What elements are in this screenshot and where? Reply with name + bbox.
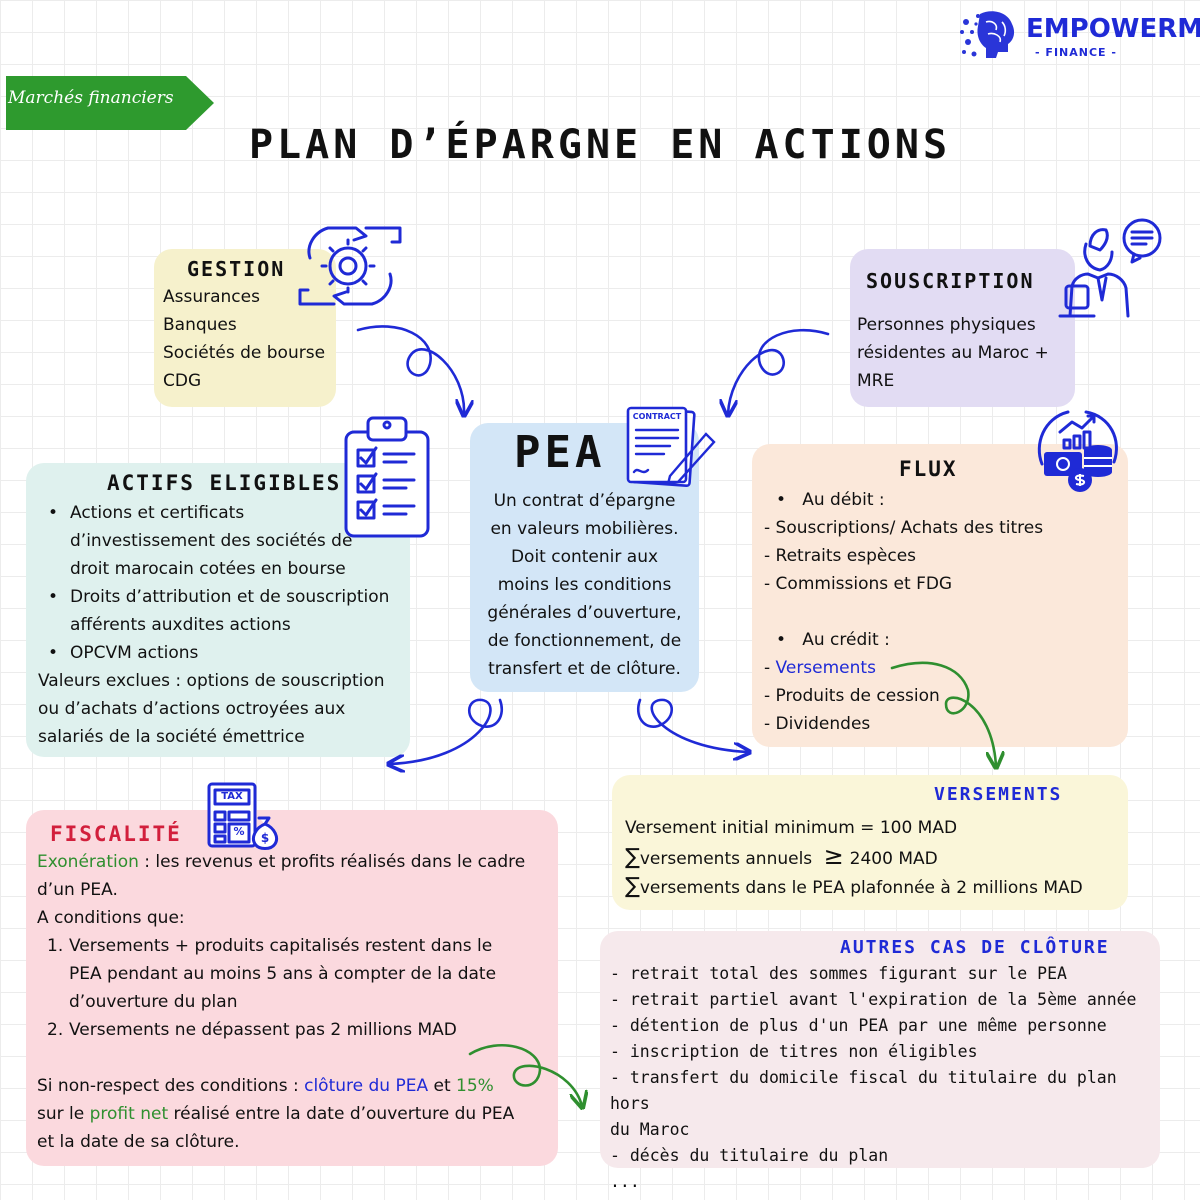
actifs-title: ACTIFS ELIGIBLES (107, 471, 342, 495)
flux-title: FLUX (899, 457, 958, 481)
souscription-title: SOUSCRIPTION (866, 269, 1035, 293)
category-tag-label: Marchés financiers (8, 88, 174, 108)
contract-icon: CONTRACT (624, 404, 716, 488)
fiscalite-box: FISCALITÉ Exonération : les revenus et p… (26, 810, 558, 1166)
brand-name: EMPOWERME (1026, 14, 1200, 44)
actifs-bullet: OPCVM actions (38, 639, 410, 667)
tax-calculator-icon: $ % TAX (205, 782, 281, 852)
actifs-excluded: Valeurs exclues : options de souscriptio… (38, 671, 385, 747)
pea-line: générales d’ouverture, (487, 603, 682, 623)
category-tag: Marchés financiers (6, 76, 216, 130)
actifs-bullet: Actions et certificats d’investissement … (38, 499, 410, 583)
pea-line: Doit contenir aux (510, 547, 659, 567)
pea-title: PEA (514, 427, 606, 478)
souscription-line: résidentes au Maroc + (857, 343, 1049, 363)
versements-title: VERSEMENTS (934, 784, 1063, 805)
pea-line: transfert et de clôture. (488, 659, 681, 679)
pea-line: moins les conditions (497, 575, 672, 595)
fiscalite-nonrespect: Si non-respect des conditions : clôture … (37, 1076, 494, 1096)
sigma-symbol: ∑ (625, 874, 640, 899)
gestion-item: CDG (163, 371, 202, 391)
fiscalite-exoneration: Exonération : les revenus et profits réa… (37, 852, 526, 872)
geq-symbol: ≥ (823, 842, 844, 870)
versements-box: VERSEMENTS Versement initial minimum = 1… (612, 775, 1128, 910)
pea-line: en valeurs mobilières. (490, 519, 679, 539)
flux-credit-label: • Au crédit : (776, 630, 890, 650)
cloture-line: ... (610, 1172, 640, 1191)
cloture-line: - inscription de titres non éligibles (610, 1042, 978, 1061)
sigma-symbol: ∑ (625, 845, 640, 870)
cloture-box: AUTRES CAS DE CLÔTURE - retrait total de… (600, 931, 1160, 1191)
flux-debit-label: • Au débit : (776, 490, 885, 510)
tag-arrow-shape (6, 76, 214, 130)
svg-text:$: $ (261, 831, 269, 845)
fiscalite-conditions: A conditions que: (37, 908, 185, 928)
cloture-line: - transfert du domicile fiscal du titula… (610, 1068, 1117, 1113)
souscription-box: SOUSCRIPTION Personnes physiques résiden… (850, 249, 1075, 407)
gestion-item: Banques (163, 315, 237, 335)
fiscalite-closing: et la date de sa clôture. (37, 1132, 240, 1152)
gestion-item: Assurances (163, 287, 260, 307)
cloture-line: - retrait total des sommes figurant sur … (610, 964, 1067, 983)
flux-credit-item: - Produits de cession (764, 686, 940, 706)
arrow-pea-to-flux (637, 698, 748, 752)
fiscalite-exoneration-cont: d’un PEA. (37, 880, 118, 900)
checklist-clipboard-icon (344, 416, 430, 538)
hands-gear-icon (298, 226, 402, 306)
flux-debit-item: - Commissions et FDG (764, 574, 953, 594)
flux-debit-item: - Retraits espèces (764, 546, 917, 566)
cloture-title: AUTRES CAS DE CLÔTURE (840, 937, 1110, 958)
cloture-line: - détention de plus d'un PEA par une mêm… (610, 1016, 1107, 1035)
brand-sub: - FINANCE - (1035, 46, 1117, 59)
brain-icon (960, 11, 1015, 59)
fiscalite-condition-item: 1. Versements + produits capitalisés res… (47, 936, 497, 1012)
flux-credit-item: - Dividendes (764, 714, 871, 734)
versements-initial: Versement initial minimum = 100 MAD (625, 818, 958, 838)
person-chat-icon (1058, 218, 1162, 318)
money-growth-icon (1037, 410, 1118, 492)
pea-line: de fonctionnement, de (487, 631, 682, 651)
svg-text:%: % (233, 825, 244, 838)
cloture-line: - retrait partiel avant l'expiration de … (610, 990, 1137, 1009)
versements-annual: ∑versements annuels ≥2400 MAD (625, 842, 938, 870)
cloture-line: - décès du titulaire du plan (610, 1146, 889, 1165)
versements-cap: ∑versements dans le PEA plafonnée à 2 mi… (625, 874, 1083, 899)
gestion-box: GESTION Assurances Banques Sociétés de b… (154, 249, 336, 407)
souscription-line: Personnes physiques (857, 315, 1036, 335)
pea-line: Un contrat d’épargne (493, 491, 676, 511)
tax-icon-label: TAX (221, 791, 243, 802)
flux-credit-item: - Versements (764, 658, 876, 678)
fiscalite-profit: sur le profit net réalisé entre la date … (37, 1104, 515, 1124)
brand-logo: EMPOWERME - FINANCE - (958, 8, 1200, 64)
page-title: PLAN D’ÉPARGNE EN ACTIONS (248, 122, 952, 168)
pea-box: PEA Un contrat d’épargne en valeurs mobi… (470, 423, 699, 692)
contract-icon-label: CONTRACT (632, 412, 682, 421)
actifs-bullet: Droits d’attribution et de souscription … (38, 583, 410, 639)
gestion-title: GESTION (187, 257, 286, 281)
cloture-line: du Maroc (610, 1120, 690, 1139)
arrow-souscription-to-pea (728, 328, 830, 414)
arrow-gestion-to-pea (356, 325, 464, 414)
gestion-item: Sociétés de bourse (163, 343, 326, 363)
fiscalite-condition-item: 2. Versements ne dépassent pas 2 million… (47, 1020, 457, 1040)
flux-debit-item: - Souscriptions/ Achats des titres (764, 518, 1044, 538)
fiscalite-title: FISCALITÉ (50, 822, 182, 846)
souscription-line: MRE (857, 371, 895, 391)
